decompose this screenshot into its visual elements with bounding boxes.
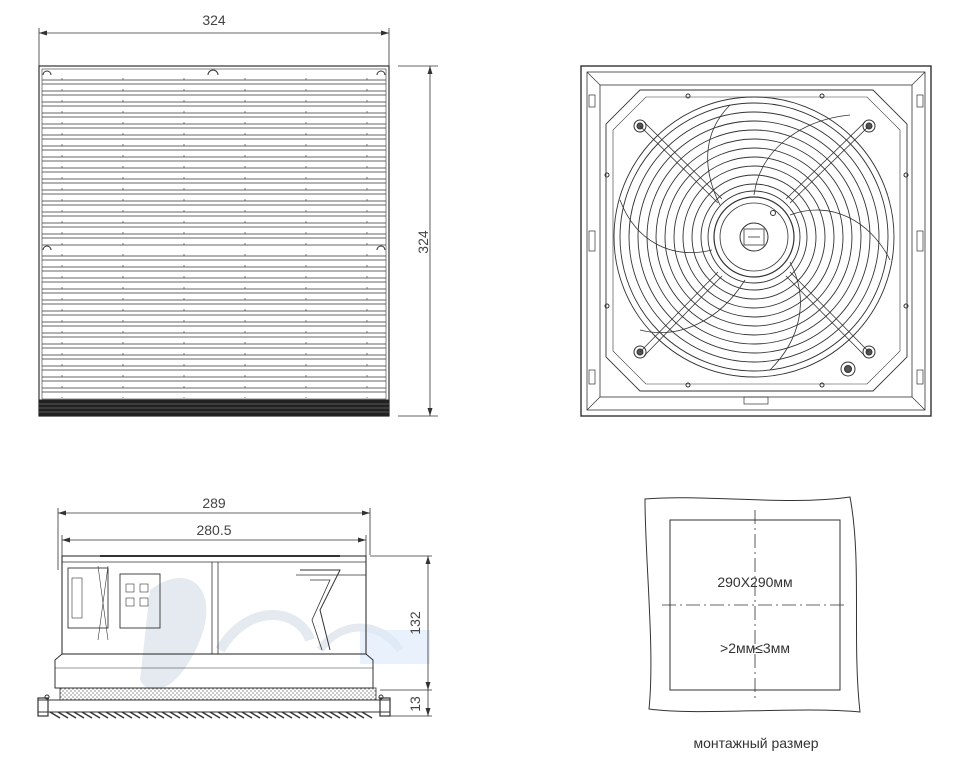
side-inner-width-label: 280.5 — [196, 522, 231, 538]
front-frame — [38, 65, 390, 417]
cutout-size-label: 290X290мм — [717, 574, 792, 590]
rear-frame — [580, 65, 932, 417]
front-width-dimension: 324 — [38, 12, 390, 66]
side-view: 289 280.5 132 13 — [37, 495, 432, 719]
side-outer-width-label: 289 — [202, 495, 226, 511]
side-height-dimension: 132 — [370, 555, 432, 691]
front-louvers — [42, 79, 386, 393]
cutout-caption: монтажный размер — [693, 735, 818, 751]
rear-view — [580, 65, 932, 417]
front-height-label: 324 — [415, 230, 431, 254]
side-inner-width-dimension: 280.5 — [61, 522, 367, 565]
fan-blades — [619, 104, 891, 371]
terminal-block — [67, 567, 109, 629]
filter-mat — [59, 687, 377, 701]
front-width-label: 324 — [202, 12, 226, 28]
grille-fins — [49, 711, 373, 719]
side-base — [54, 653, 374, 689]
side-grille-label: 13 — [407, 696, 423, 712]
side-outer-width-dimension: 289 — [57, 495, 371, 570]
mounting-cutout: 290X290мм >2мм≤3мм монтажный размер — [644, 496, 861, 751]
front-height-dimension: 324 — [398, 65, 438, 417]
front-view: 324 324 — [38, 12, 438, 417]
side-height-label: 132 — [407, 611, 423, 635]
panel-thickness-label: >2мм≤3мм — [720, 640, 790, 656]
fan-guard — [613, 96, 895, 378]
fan-housing — [605, 89, 908, 392]
panel-outline — [644, 496, 861, 713]
side-grille-dimension: 13 — [390, 690, 432, 717]
fan-hub — [713, 196, 795, 278]
watermark-logo — [140, 578, 430, 690]
